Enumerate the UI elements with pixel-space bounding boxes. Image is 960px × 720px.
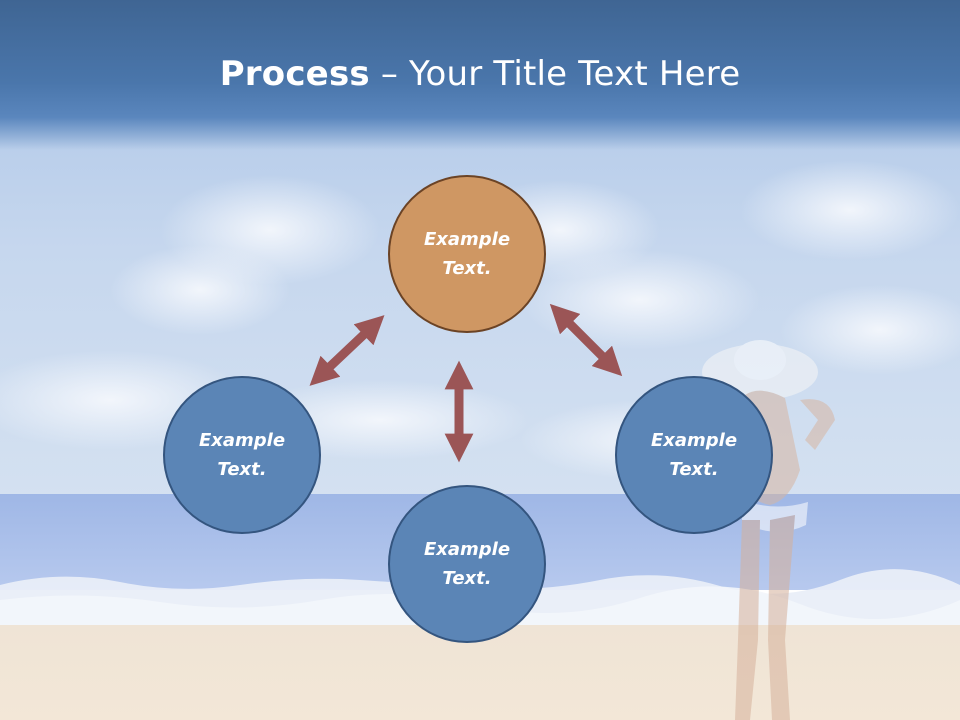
- title-bold: Process: [219, 54, 370, 94]
- title-band: [0, 0, 960, 150]
- node-left: Example Text.: [163, 376, 321, 534]
- slide-title: Process – Your Title Text Here: [0, 52, 960, 96]
- node-top: Example Text.: [388, 175, 546, 333]
- node-right: Example Text.: [615, 376, 773, 534]
- node-bottom: Example Text.: [388, 485, 546, 643]
- title-rest: – Your Title Text Here: [369, 54, 741, 94]
